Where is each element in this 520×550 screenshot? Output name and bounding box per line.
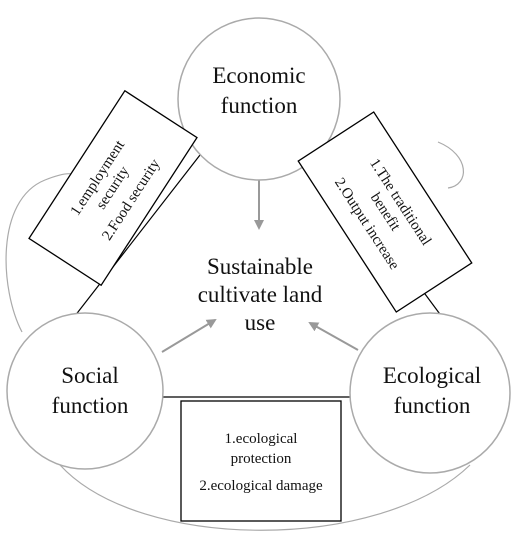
center-label-line3: use xyxy=(245,310,276,335)
center-label-line2: cultivate land xyxy=(198,282,323,307)
ecological-function-circle xyxy=(349,312,511,474)
connector-curve-economic-ecological xyxy=(437,141,464,189)
center-label-line1: Sustainable xyxy=(207,254,313,279)
ecological-function-label-line2: function xyxy=(394,393,471,418)
box-social-ecological-line3: 2.ecological damage xyxy=(199,478,323,494)
ecological-function-label-line1: Ecological xyxy=(383,363,481,388)
box-social-economic: 1.employment security 2.Food security xyxy=(28,89,198,287)
box-social-ecological-frame xyxy=(180,400,342,522)
box-economic-ecological-frame xyxy=(297,111,473,313)
social-function-label-line2: function xyxy=(52,393,129,418)
triangle-edge-social-economic xyxy=(63,154,201,331)
box-social-ecological-line2: protection xyxy=(231,451,292,467)
box-social-ecological: 1.ecological protection 2.ecological dam… xyxy=(180,400,342,522)
arrow-ecological-to-center xyxy=(308,322,359,351)
arrow-social-to-center xyxy=(161,318,217,353)
economic-function-label-line1: Economic xyxy=(212,63,305,88)
social-function-circle xyxy=(6,312,164,470)
economic-function-label-line2: function xyxy=(221,93,298,118)
economic-function-circle xyxy=(177,17,341,181)
box-social-ecological-line1: 1.ecological xyxy=(225,431,298,447)
connector-curve-social-economic xyxy=(5,173,76,333)
box-social-economic-frame xyxy=(28,89,198,287)
connector-curve-social-ecological xyxy=(59,464,471,531)
social-function-label-line1: Social xyxy=(61,363,119,388)
